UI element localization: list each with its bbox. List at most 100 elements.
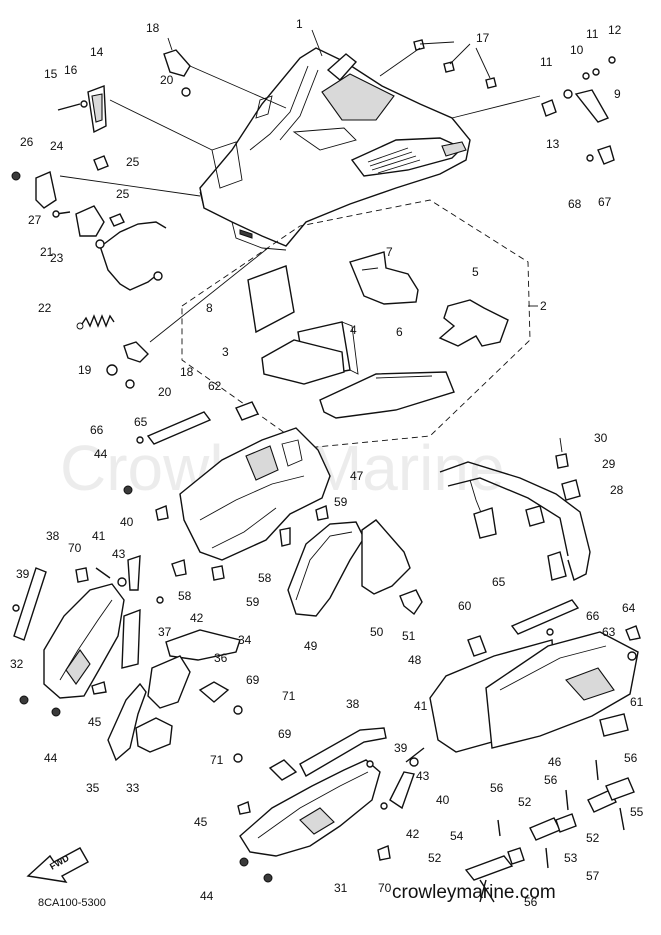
fwd-arrow: FWD: [26, 847, 89, 883]
side-cover-left: [12, 555, 243, 762]
callout: 18: [146, 21, 160, 35]
callout: 18: [180, 365, 194, 379]
callout: 69: [278, 727, 292, 741]
callout: 13: [546, 137, 560, 151]
callout: 27: [28, 213, 42, 227]
callout: 59: [334, 495, 348, 509]
callout: 56: [624, 751, 638, 765]
callout: 48: [408, 653, 422, 667]
callout: 3: [222, 345, 229, 359]
side-bracket: [439, 437, 591, 581]
callout: 19: [78, 363, 92, 377]
pad-kit-outline: [181, 199, 531, 449]
callout: 52: [428, 851, 442, 865]
callout: 25: [116, 187, 130, 201]
callout: 12: [608, 23, 622, 37]
callout: 54: [450, 829, 464, 843]
callout: 55: [630, 805, 644, 819]
callout: 62: [208, 379, 222, 393]
callout: 32: [10, 657, 24, 671]
callout: 29: [602, 457, 616, 471]
callout: 42: [406, 827, 420, 841]
callout: 44: [44, 751, 58, 765]
callout: 26: [20, 135, 34, 149]
callout: 37: [158, 625, 172, 639]
callout: 16: [64, 63, 78, 77]
callout: 40: [120, 515, 134, 529]
inner-panel-left: [123, 401, 331, 581]
callout: 4: [350, 323, 357, 337]
callout: 60: [458, 599, 472, 613]
inner-panel-right: [429, 599, 641, 753]
callout: 50: [370, 625, 384, 639]
callout: 25: [126, 155, 140, 169]
callout: 7: [386, 245, 393, 259]
callout: 52: [518, 795, 532, 809]
site-watermark: crowleymarine.com: [392, 882, 556, 903]
callout: 17: [476, 31, 490, 45]
callout: 66: [90, 423, 104, 437]
callout: 58: [178, 589, 192, 603]
fasteners-bottom-right: [464, 759, 635, 903]
callout: 40: [436, 793, 450, 807]
callout: 43: [112, 547, 126, 561]
callout: 51: [402, 629, 416, 643]
callout: 22: [38, 301, 52, 315]
callout: 43: [416, 769, 430, 783]
callout: 56: [524, 895, 538, 909]
callout: 6: [396, 325, 403, 339]
callout: 57: [586, 869, 600, 883]
callout: 39: [16, 567, 30, 581]
callout: 70: [378, 881, 392, 895]
callout: 67: [598, 195, 612, 209]
callout: 47: [350, 469, 364, 483]
callout: 44: [94, 447, 108, 461]
pad-kit: [247, 251, 509, 419]
callout: 71: [210, 753, 224, 767]
reference-code: 8CA100-5300: [38, 897, 106, 909]
callout: 21: [40, 245, 54, 259]
callout: 52: [586, 831, 600, 845]
callout: 44: [200, 889, 214, 903]
callout: 24: [50, 139, 64, 153]
callout: 56: [544, 773, 558, 787]
callout: 68: [568, 197, 582, 211]
callout: 53: [564, 851, 578, 865]
callout: 34: [238, 633, 252, 647]
callout: 15: [44, 67, 58, 81]
callout: 41: [414, 699, 428, 713]
hardware-top: [11, 37, 616, 389]
callout: 39: [394, 741, 408, 755]
callout: 64: [622, 601, 636, 615]
callout: 65: [492, 575, 506, 589]
callout: 11: [540, 55, 553, 69]
callout: 11: [586, 27, 599, 41]
callout: 9: [614, 87, 621, 101]
callout: 49: [304, 639, 318, 653]
callout: 33: [126, 781, 140, 795]
callout: 23: [50, 251, 64, 265]
callout: 14: [90, 45, 104, 59]
callout: 66: [586, 609, 600, 623]
callout: 71: [282, 689, 296, 703]
callouts: 1 2 3 4 5 6 7 8 9 10 11 11 12 13 14 15 1…: [10, 17, 644, 909]
callout: 20: [158, 385, 172, 399]
callout: 2: [540, 299, 547, 313]
callout: 59: [246, 595, 260, 609]
callout: 28: [610, 483, 624, 497]
leaders-top: [59, 29, 541, 343]
callout: 56: [490, 781, 504, 795]
callout: 69: [246, 673, 260, 687]
callout: 38: [46, 529, 60, 543]
callout: 70: [68, 541, 82, 555]
callout: 31: [334, 881, 348, 895]
callout: 36: [214, 651, 228, 665]
callout: 35: [86, 781, 100, 795]
callout: 46: [548, 755, 562, 769]
callout: 42: [190, 611, 204, 625]
callout: 61: [630, 695, 644, 709]
side-pads: [287, 519, 423, 617]
side-cover-bottom: [233, 727, 425, 883]
